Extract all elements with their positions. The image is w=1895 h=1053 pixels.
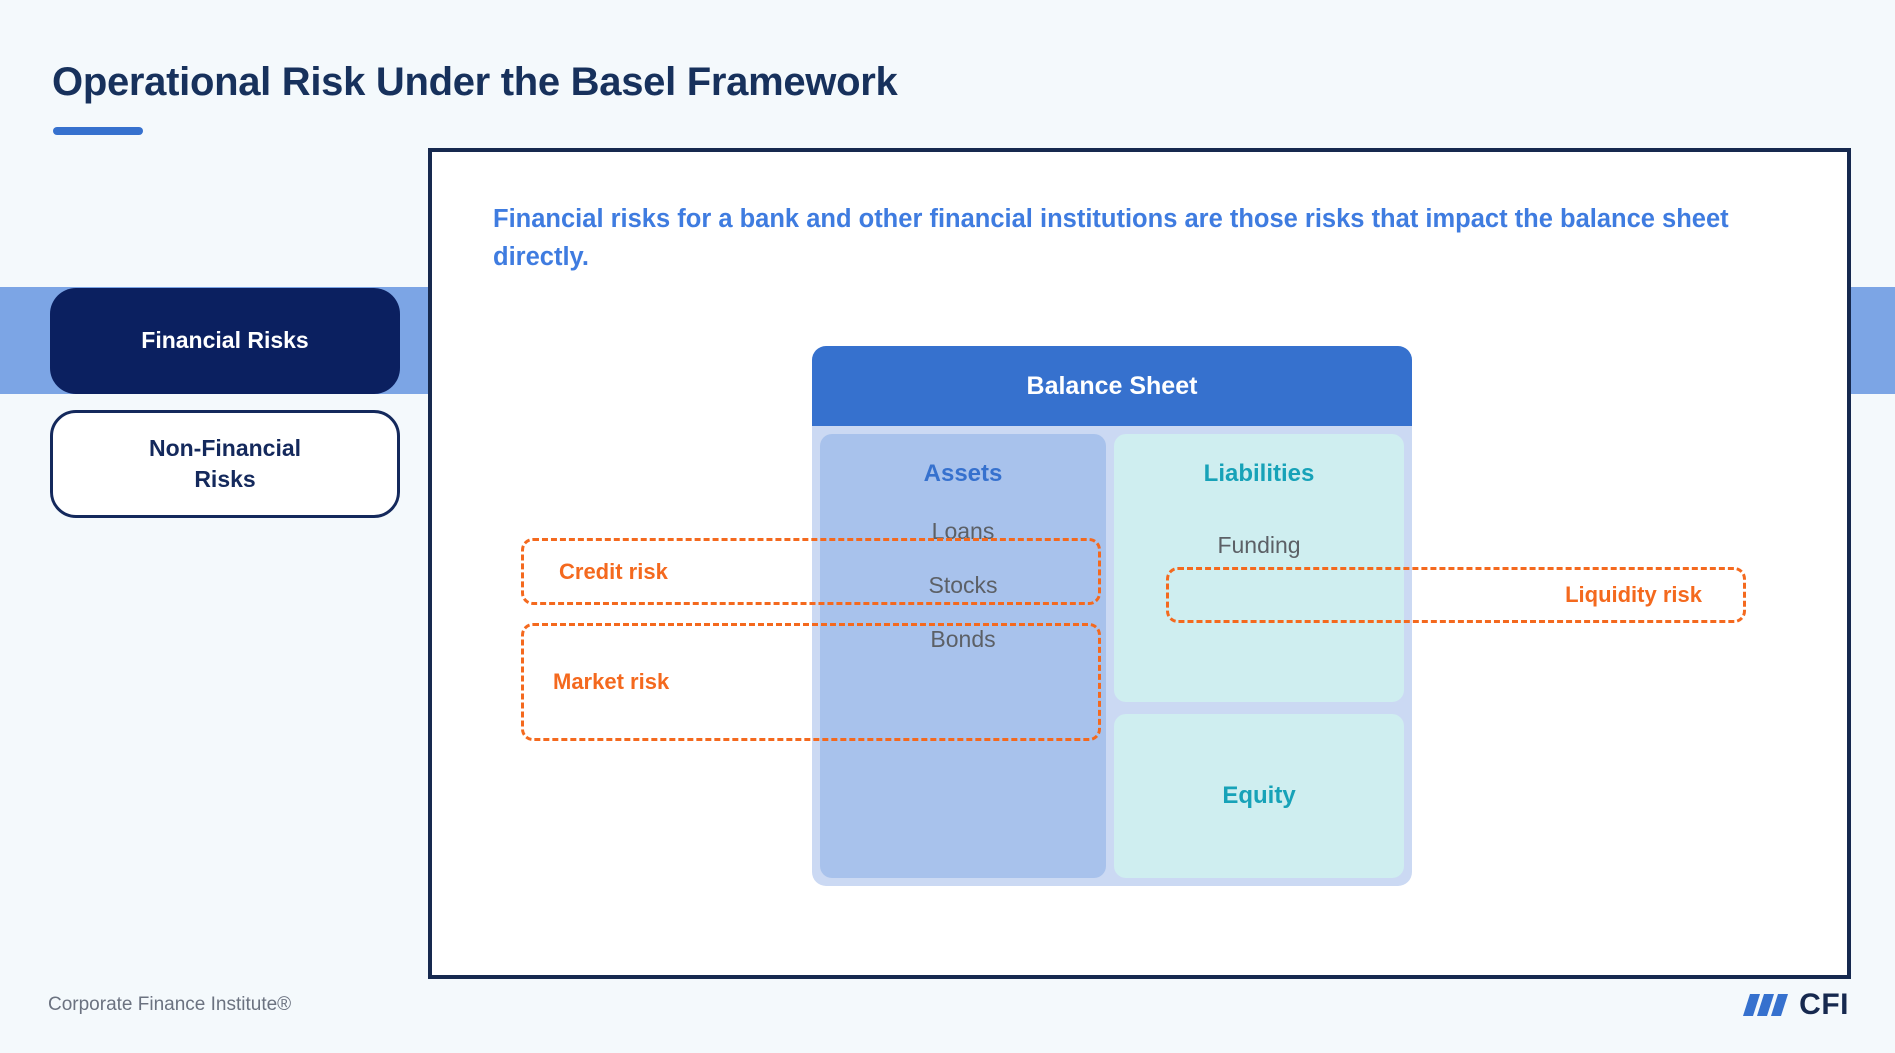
title-underline-accent: [53, 127, 143, 135]
callout-liquidity-risk[interactable]: Liquidity risk: [1166, 567, 1746, 623]
list-item: Stocks: [928, 572, 998, 598]
callout-credit-risk[interactable]: Credit risk: [521, 538, 1101, 605]
list-item: Funding: [1217, 532, 1301, 558]
callout-market-risk[interactable]: Market risk: [521, 623, 1101, 741]
cfi-wordmark: CFI: [1799, 988, 1849, 1021]
sidebar-item-label: Non-Financial Risks: [148, 434, 302, 492]
liabilities-title: Liabilities: [1203, 460, 1315, 487]
callout-label: Credit risk: [559, 558, 668, 584]
sidebar-item-label: Financial Risks: [141, 327, 309, 354]
equity-box: Equity: [1114, 714, 1404, 878]
liabilities-equity-column: Liabilities Funding Equity: [1114, 434, 1404, 878]
liabilities-item-list: Funding: [1217, 532, 1300, 559]
risk-category-nav: Financial Risks Non-Financial Risks: [50, 288, 400, 518]
assets-title: Assets: [923, 460, 1003, 487]
cfi-mark-icon: [1743, 994, 1789, 1016]
footer-attribution: Corporate Finance Institute®: [48, 994, 292, 1015]
balance-sheet-header: Balance Sheet: [812, 346, 1412, 426]
assets-box: Assets Loans Stocks Bonds: [820, 434, 1107, 878]
panel-intro-text: Financial risks for a bank and other fin…: [493, 205, 1729, 272]
list-item: Bonds: [930, 626, 996, 652]
sidebar-item-financial-risks[interactable]: Financial Risks: [50, 288, 400, 394]
callout-label: Market risk: [553, 669, 670, 694]
sidebar-item-non-financial-risks[interactable]: Non-Financial Risks: [50, 410, 400, 518]
assets-column: Assets Loans Stocks Bonds: [820, 434, 1107, 878]
callout-label: Liquidity risk: [1565, 582, 1702, 607]
equity-title: Equity: [1222, 782, 1296, 809]
cfi-logo: CFI: [1740, 988, 1849, 1022]
page-title: Operational Risk Under the Basel Framewo…: [52, 60, 898, 104]
